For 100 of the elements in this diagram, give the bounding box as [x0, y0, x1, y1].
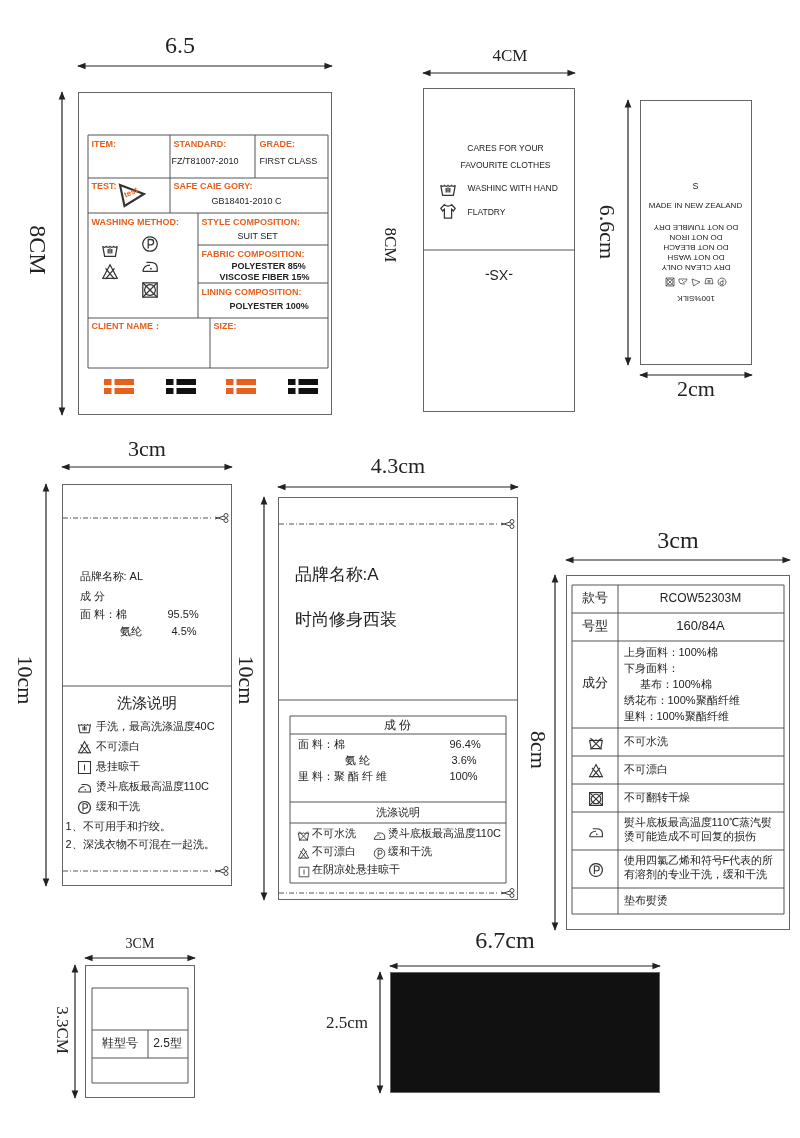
dimension-label: 3cm [128, 438, 166, 460]
clothing-label [390, 972, 660, 1093]
field-heading: TEST: [91, 180, 117, 192]
label-text: 烫斗底板最高温度110C [95, 779, 209, 793]
dimension-label: 2.5cm [326, 1013, 368, 1031]
dimension-label: 6.5 [165, 33, 195, 57]
field-heading: STYLE COMPOSITION: [201, 216, 300, 228]
dimension-label: 4.3cm [370, 455, 426, 477]
label-text: 4.5% [171, 624, 197, 638]
dimension-label: 3.3CM [53, 1006, 71, 1054]
label-text: 2、深浅衣物不可混在一起洗。 [65, 837, 215, 851]
label-text: DRY CLEAN ONLY [660, 261, 731, 272]
label-text: 不可翻转干燥 [623, 790, 690, 804]
label-text: 绣花布：100%聚酯纤维 [623, 693, 740, 707]
label-text: 100%SILK [675, 292, 716, 303]
label-text: 成 分 [79, 589, 105, 603]
label-text: 基布：100%棉 [639, 677, 712, 691]
label-text: 手洗，最高洗涤温度40C [95, 719, 215, 733]
label-text: 号型 [580, 617, 609, 634]
field-heading: ITEM: [91, 138, 116, 150]
field-heading: GRADE: [259, 138, 295, 150]
clothing-label [62, 484, 232, 886]
label-text: 缓和干洗 [387, 844, 432, 858]
label-text: 里料：100%聚酯纤维 [623, 709, 729, 723]
label-text: 不可水洗 [311, 826, 356, 840]
label-text: 3.6% [451, 753, 477, 767]
field-heading: CLIENT NAME： [91, 320, 162, 332]
label-text: 氨纶 [119, 624, 142, 638]
label-text: 品牌名称:A [294, 564, 379, 585]
label-text: MADE IN NEW ZEALAND [647, 200, 744, 211]
label-text: 不可水洗 [623, 734, 668, 748]
dimension-label: 3cm [657, 528, 699, 552]
label-text: 品牌名称: AL [79, 569, 144, 583]
label-text: DO NOT WASH [666, 251, 725, 262]
label-text: GB18401-2010 C [211, 195, 282, 207]
label-text: FIRST CLASS [259, 155, 318, 167]
label-text: 95.5% [167, 607, 199, 621]
label-text: 洗涤说明 [115, 693, 178, 712]
label-text: 96.4% [449, 737, 481, 751]
field-heading: SIZE: [213, 320, 237, 332]
label-text: 下身面料： [623, 661, 679, 675]
label-text: 160/84A [675, 617, 726, 634]
label-text: S [691, 180, 700, 192]
label-text: 使用四氯乙烯和符号F代表的所有溶剂的专业干洗，缓和干洗 [623, 852, 775, 882]
field-heading: FABRIC COMPOSITION: [201, 248, 305, 260]
label-text: 面 料：棉 [297, 737, 345, 751]
dimension-label: 6.7cm [475, 928, 535, 952]
label-text: 不可漂白 [311, 844, 356, 858]
dimension-label: 8cm [527, 731, 549, 769]
clothing-label [566, 575, 790, 930]
label-text: DO NOT IRON [667, 231, 724, 242]
clothing-label [423, 88, 575, 412]
field-heading: test [122, 184, 140, 200]
label-text: FZ/T81007-2010 [171, 155, 239, 167]
label-text: 1、不可用手和拧绞。 [65, 819, 171, 833]
field-heading: STANDARD: [173, 138, 227, 150]
dimension-label: 4CM [492, 46, 528, 64]
dimension-label: 10cm [14, 655, 36, 705]
dimension-label: 3CM [125, 937, 155, 951]
dimension-label: 10cm [235, 655, 257, 705]
label-text: 缓和干洗 [95, 799, 140, 813]
label-text: 在阴凉处悬挂晾干 [311, 862, 400, 876]
dimension-label: 8CM [26, 225, 50, 275]
dimension-label: 8CM [381, 227, 399, 263]
field-heading: SAFE CAIE GORY: [173, 180, 253, 192]
label-text: SUIT SET [237, 230, 278, 242]
label-text: 100% [449, 769, 478, 783]
label-text: 鞋型号 [100, 1035, 139, 1050]
label-text: RCOW52303M [658, 590, 743, 605]
label-text: VISCOSE FIBER 15% [219, 271, 310, 283]
label-text: 洗涤说明 [374, 805, 421, 819]
label-text: -XS- [484, 265, 513, 283]
label-text: 成 份 [382, 717, 413, 732]
label-text: 不可漂白 [95, 739, 140, 753]
dimension-label: 2cm [677, 378, 715, 400]
field-heading: LINING COMPOSITION: [201, 286, 302, 298]
clothing-label [78, 92, 332, 415]
label-text: 成分 [580, 674, 609, 691]
label-text: 面 料：棉 [79, 607, 127, 621]
label-text: 款号 [580, 589, 609, 606]
clothing-label [85, 965, 195, 1098]
label-text: DO NOT BLEACH [661, 241, 730, 252]
label-text: WASHINC WITH HAND [467, 182, 558, 193]
field-heading: WASHING METHOD: [91, 216, 179, 228]
clothing-label [640, 100, 752, 365]
label-text: 熨斗底板最高温度110℃蒸汽熨烫可能造成不可回复的损伤 [623, 814, 774, 844]
clothing-label [278, 497, 518, 900]
label-text: 悬挂晾干 [95, 759, 140, 773]
label-text: POLYESTER 100% [229, 300, 309, 312]
label-text: 烫斗底板最高温度110C [387, 826, 501, 840]
label-text: 2.5型 [152, 1035, 183, 1050]
label-text: 时尚修身西装 [294, 609, 397, 630]
dimension-label: 6.6cm [596, 204, 618, 260]
label-text: DO NOT TUMBLE DRY [652, 221, 739, 232]
label-text: 上身面料：100%棉 [623, 645, 718, 659]
label-text: 氨 纶 [344, 753, 370, 767]
label-text: CARES FOR YOUR FAVOURITE CLOTHES [459, 141, 552, 173]
label-text: FLATDRY [467, 206, 506, 217]
label-text: 里 料：聚 酯 纤 维 [297, 769, 387, 783]
label-text: 垫布熨烫 [623, 893, 668, 907]
